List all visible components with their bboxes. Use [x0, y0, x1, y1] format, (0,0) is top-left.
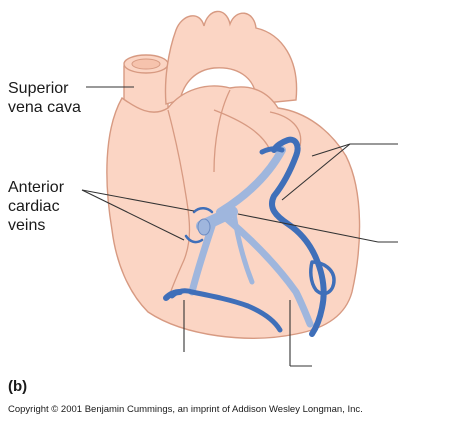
pulmonary-trunk-contour — [213, 89, 271, 173]
label-superior-vena-cava-line-2: vena cava — [8, 99, 81, 116]
copyright-notice: Copyright © 2001 Benjamin Cummings, an i… — [8, 404, 363, 415]
right-top-leader-b — [311, 143, 351, 157]
label-anterior-cardiac-veins-line-2: cardiac — [8, 198, 60, 215]
panel-label: (b) — [8, 378, 28, 395]
right-mid-leader-b — [237, 213, 379, 243]
acv-leader-line-upper — [81, 189, 195, 212]
dark-veins — [163, 136, 336, 337]
label-anterior-cardiac-veins-line-3: veins — [8, 217, 46, 234]
label-anterior-cardiac-veins-line-1: Anterior — [8, 179, 65, 196]
label-superior-vena-cava-line-1: Superior — [8, 80, 69, 97]
label-anterior-cardiac-veins: Anterior cardiac veins — [8, 178, 64, 235]
anterior-cardiac-vein-opening — [197, 218, 211, 236]
right-atrium-contour — [167, 109, 191, 301]
acv-leader-line-lower — [81, 189, 185, 241]
right-top-leader-c — [281, 143, 351, 201]
leader-lines — [81, 86, 398, 367]
auricle-contour — [269, 111, 302, 147]
label-superior-vena-cava: Superior vena cava — [8, 79, 81, 117]
